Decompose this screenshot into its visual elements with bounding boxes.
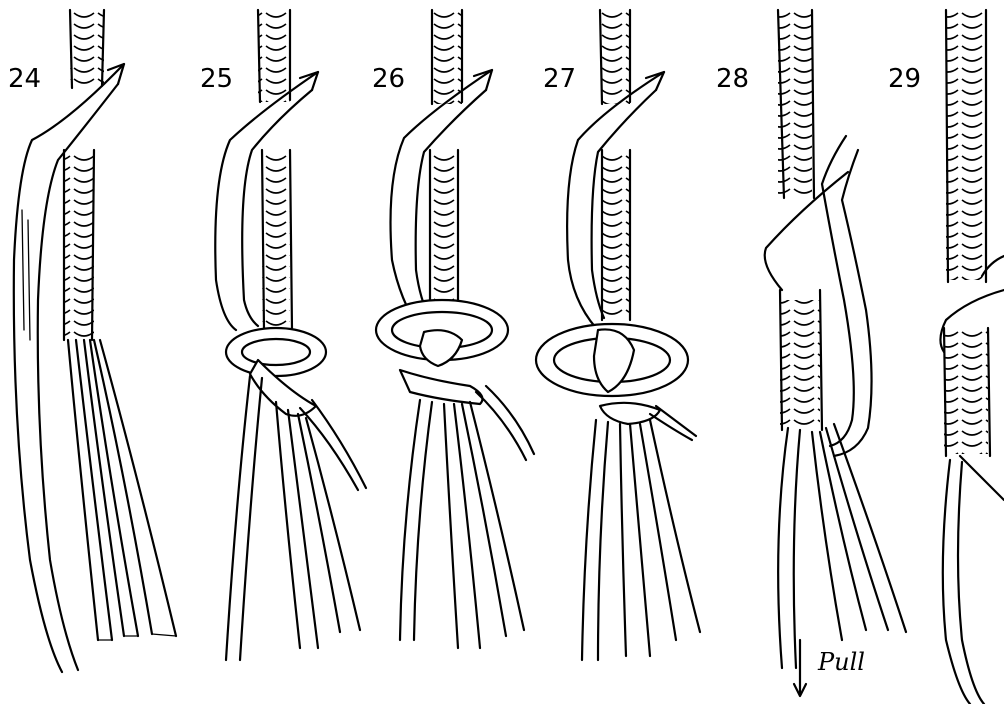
loose-strands [68,340,176,640]
step-27-illustration [536,10,700,660]
braided-rope [70,10,104,88]
step-28-illustration [765,10,906,696]
step-24-illustration [14,10,176,672]
step-29-illustration [940,10,1004,704]
step-26-illustration [376,10,534,648]
step-25-illustration [215,10,366,660]
